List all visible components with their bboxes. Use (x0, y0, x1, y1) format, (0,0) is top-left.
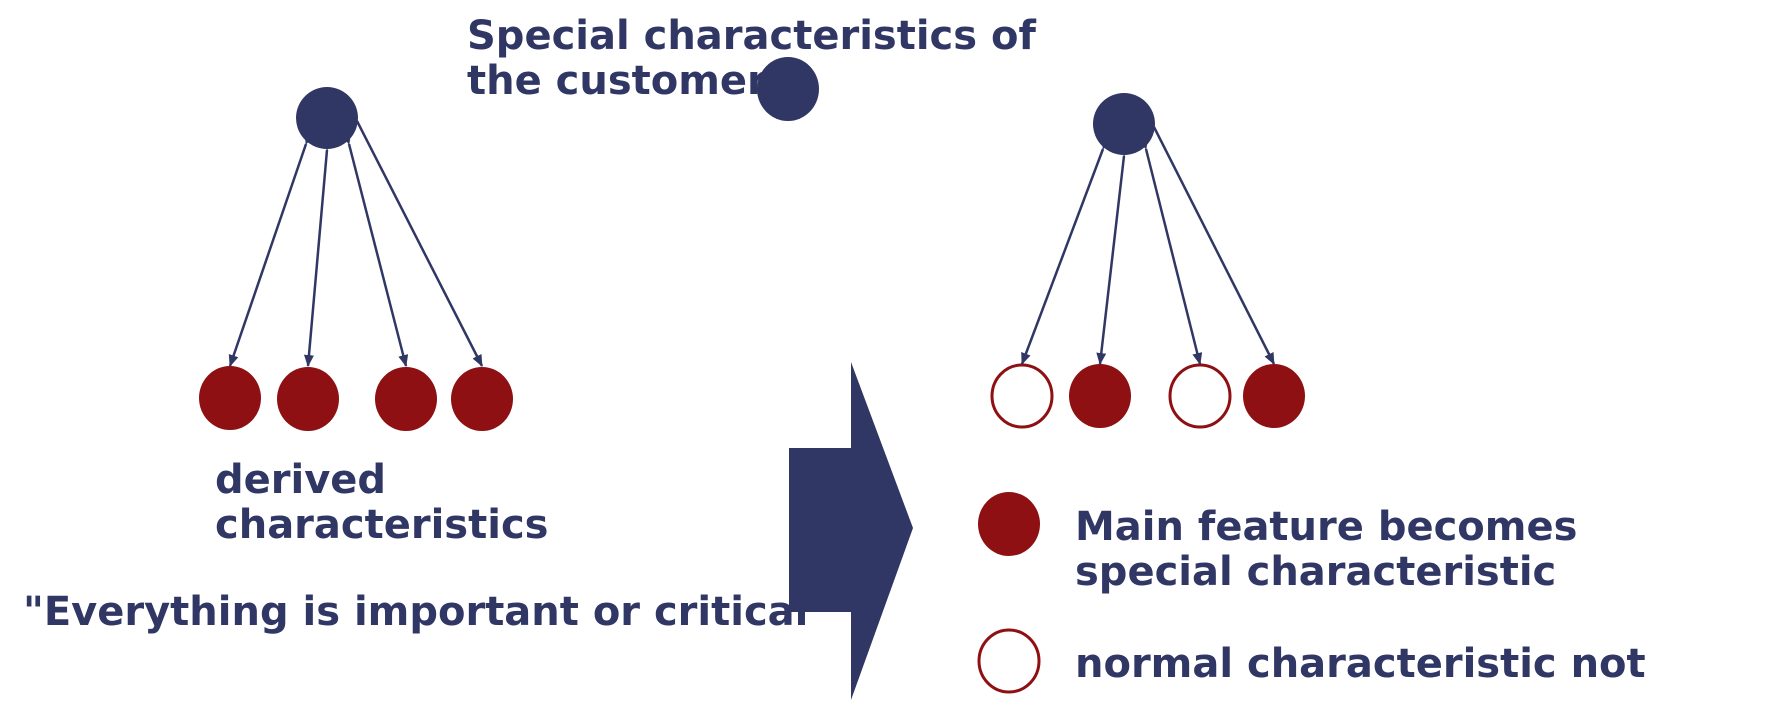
header-title-line2: the customer (467, 58, 767, 104)
right-arrow-2 (1096, 144, 1131, 365)
header-title-line1: Special characteristics of (467, 13, 1036, 59)
right-arrow-4 (1144, 114, 1276, 365)
quote-text: "Everything is important or critical" (23, 589, 830, 635)
right-node-special-2 (1243, 364, 1305, 428)
right-arrow-3 (1138, 137, 1203, 365)
left-arrow-2 (303, 138, 333, 367)
left-derived-node-2 (277, 367, 339, 431)
special-characteristic-marker (757, 57, 819, 121)
derived-caption-line1: derived (215, 457, 387, 503)
legend-hollow-symbol (977, 628, 1041, 694)
transition-arrow (789, 362, 913, 700)
left-root-node (296, 87, 358, 149)
left-arrow-3 (341, 132, 409, 367)
derived-caption-line2: characteristics (215, 502, 549, 548)
right-node-special-1 (1069, 364, 1131, 428)
legend-filled-symbol (978, 492, 1040, 556)
right-node-normal-2 (1168, 363, 1232, 429)
left-derived-node-3 (375, 367, 437, 431)
left-arrow-4 (347, 108, 484, 367)
right-root-node (1093, 93, 1155, 155)
right-node-normal-1 (990, 363, 1054, 429)
legend-filled-line2: special characteristic (1075, 549, 1557, 595)
left-derived-node-1 (199, 366, 261, 430)
legend-filled-line1: Main feature becomes (1075, 504, 1578, 550)
left-derived-node-4 (451, 367, 513, 431)
left-arrow-1 (228, 131, 315, 367)
legend-hollow-label: normal characteristic not (1075, 641, 1646, 687)
right-arrow-1 (1020, 136, 1112, 365)
